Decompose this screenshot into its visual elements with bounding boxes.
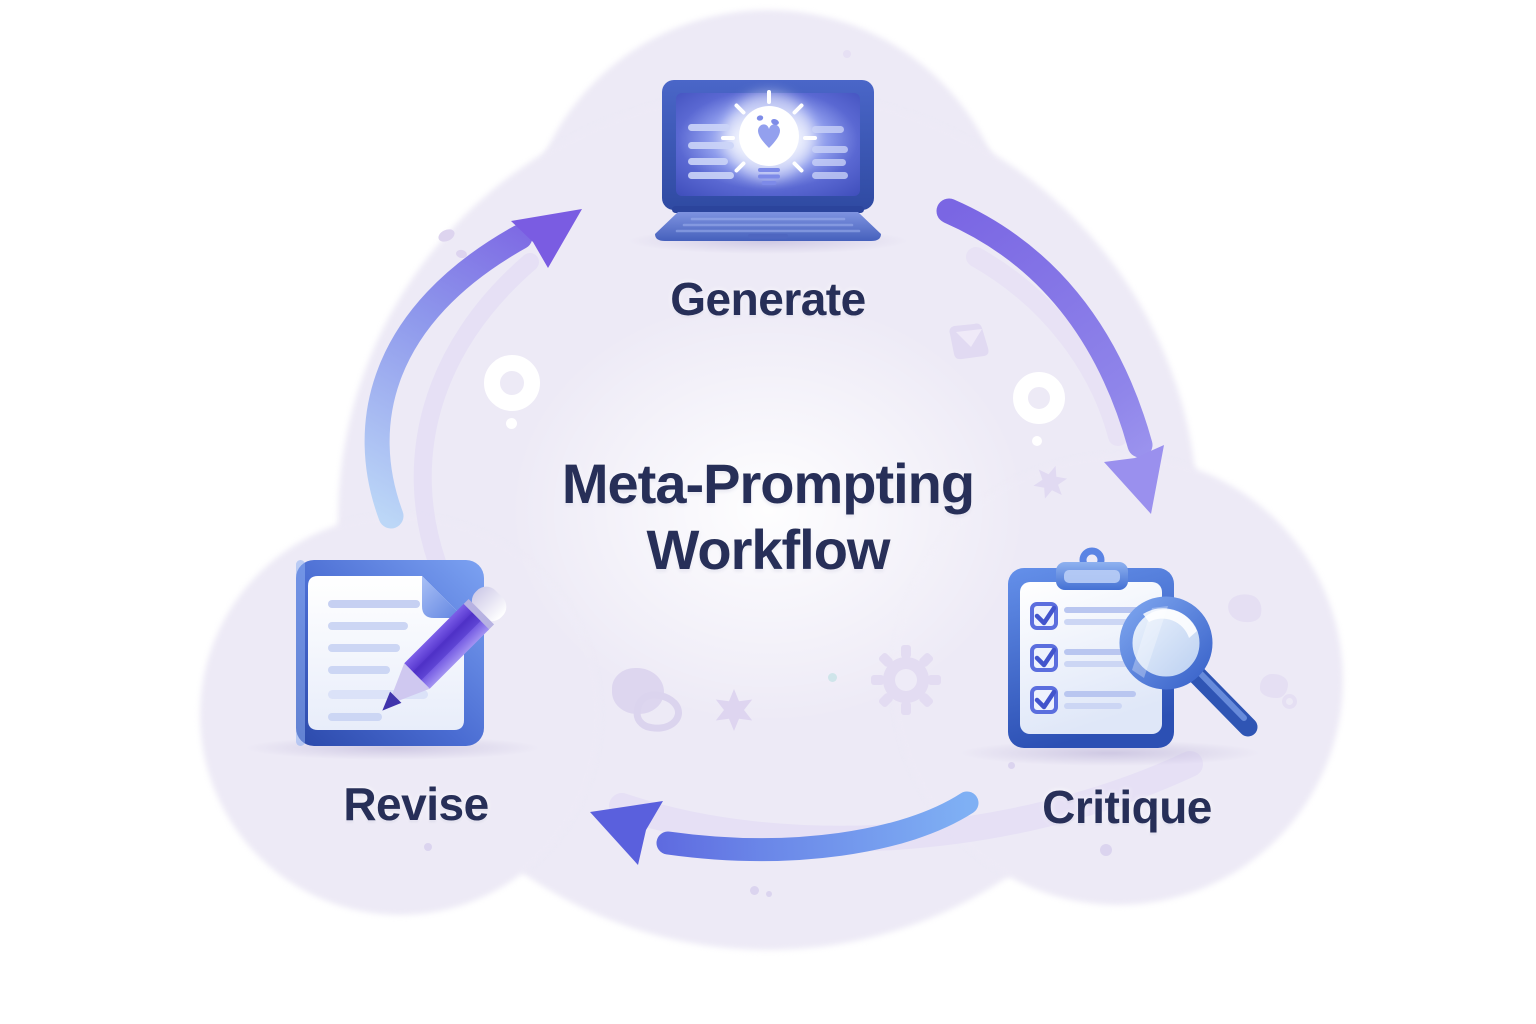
page-title: Meta-Prompting Workflow <box>561 451 975 583</box>
white-dot-decoration <box>506 418 517 429</box>
dot-decoration <box>1008 762 1015 769</box>
laptop-lightbulb-icon <box>655 80 881 241</box>
star-icon <box>715 689 753 731</box>
dot-decoration <box>424 843 432 851</box>
gear-icon <box>871 645 941 715</box>
dot-decoration <box>1100 844 1112 856</box>
white-dot-decoration <box>1032 436 1042 446</box>
title-line-2: Workflow <box>646 518 891 581</box>
arrow-generate-to-critique <box>936 198 1164 514</box>
node-label-generate: Generate <box>670 273 866 325</box>
dot-decoration <box>750 886 759 895</box>
lightbulb-base <box>758 168 780 185</box>
clipboard-magnifier-icon <box>1008 547 1258 748</box>
ghost-arc <box>413 253 539 571</box>
ring-decoration <box>1282 694 1297 709</box>
folded-corner <box>422 576 464 618</box>
white-donut-decoration <box>484 355 540 411</box>
lightbulb-filament <box>758 124 780 148</box>
node-label-critique: Critique <box>1042 781 1212 833</box>
arrow-revise-to-generate <box>364 209 582 529</box>
ghost-arc <box>966 247 1128 446</box>
magnifier-icon <box>1119 596 1258 737</box>
teal-dot-decoration <box>828 673 837 682</box>
arrow-critique-to-revise <box>590 791 979 865</box>
speech-bubble-icon <box>612 668 664 714</box>
splat-decoration <box>1260 674 1288 698</box>
paper-plane-icon <box>949 323 989 360</box>
screen-text-lines <box>688 124 848 179</box>
flower-icon <box>1033 465 1068 499</box>
pencil-icon <box>382 586 507 711</box>
background-glow <box>508 295 1028 725</box>
dot-decoration <box>766 891 772 897</box>
document-pencil-icon <box>296 560 507 746</box>
dot-decoration <box>843 50 851 58</box>
checklist-rows <box>1030 602 1144 714</box>
title-line-1: Meta-Prompting <box>561 452 975 515</box>
lightbulb-rays <box>721 90 817 173</box>
white-donut-decoration <box>1013 372 1065 424</box>
node-label-revise: Revise <box>343 778 489 830</box>
